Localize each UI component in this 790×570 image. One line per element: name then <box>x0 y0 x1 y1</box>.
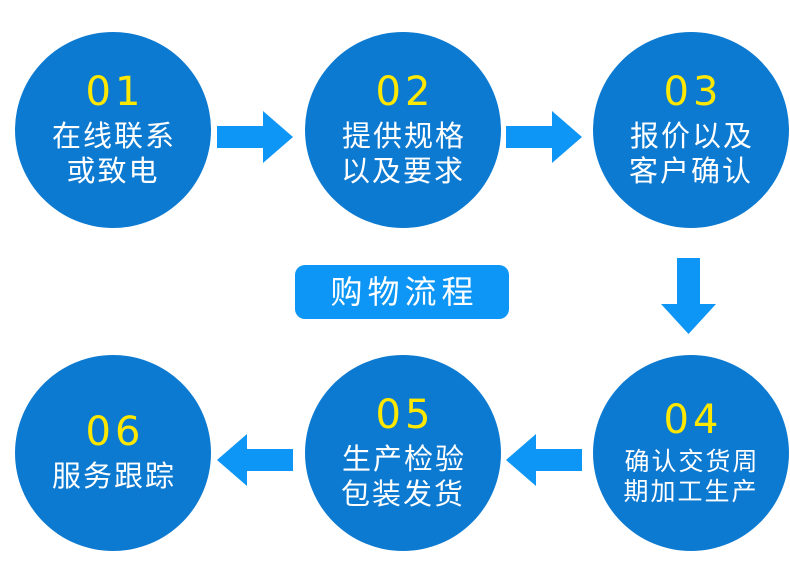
diagram-title-badge: 购物流程 <box>295 265 509 319</box>
step-number-06: 06 <box>85 409 145 456</box>
diagram-title-text: 购物流程 <box>330 273 479 311</box>
step-number-04: 04 <box>663 397 723 443</box>
step-number-02: 02 <box>375 69 435 116</box>
process-step-06: 06 服务跟踪 <box>15 355 211 551</box>
step-label-02: 提供规格 以及要求 <box>340 119 466 188</box>
process-step-05: 05 生产检验 包装发货 <box>305 355 501 551</box>
arrow-right-icon <box>217 111 293 163</box>
step-number-03: 03 <box>663 69 723 116</box>
arrow-left-icon <box>506 434 582 486</box>
step-label-06: 服务跟踪 <box>51 459 176 494</box>
step-label-05: 生产检验 包装发货 <box>340 442 466 511</box>
step-label-04: 确认交货周 期加工生产 <box>623 447 760 506</box>
step-label-03: 报价以及 客户确认 <box>628 119 754 188</box>
arrow-right-icon <box>506 111 582 163</box>
arrow-down-icon <box>661 258 716 334</box>
process-step-01: 01 在线联系 或致电 <box>15 32 211 228</box>
arrow-left-icon <box>217 434 293 486</box>
process-step-04: 04 确认交货周 期加工生产 <box>593 355 789 551</box>
step-number-01: 01 <box>85 69 145 116</box>
process-step-02: 02 提供规格 以及要求 <box>305 32 501 228</box>
step-label-01: 在线联系 或致电 <box>51 119 176 188</box>
process-step-03: 03 报价以及 客户确认 <box>593 32 789 228</box>
step-number-05: 05 <box>375 392 435 439</box>
